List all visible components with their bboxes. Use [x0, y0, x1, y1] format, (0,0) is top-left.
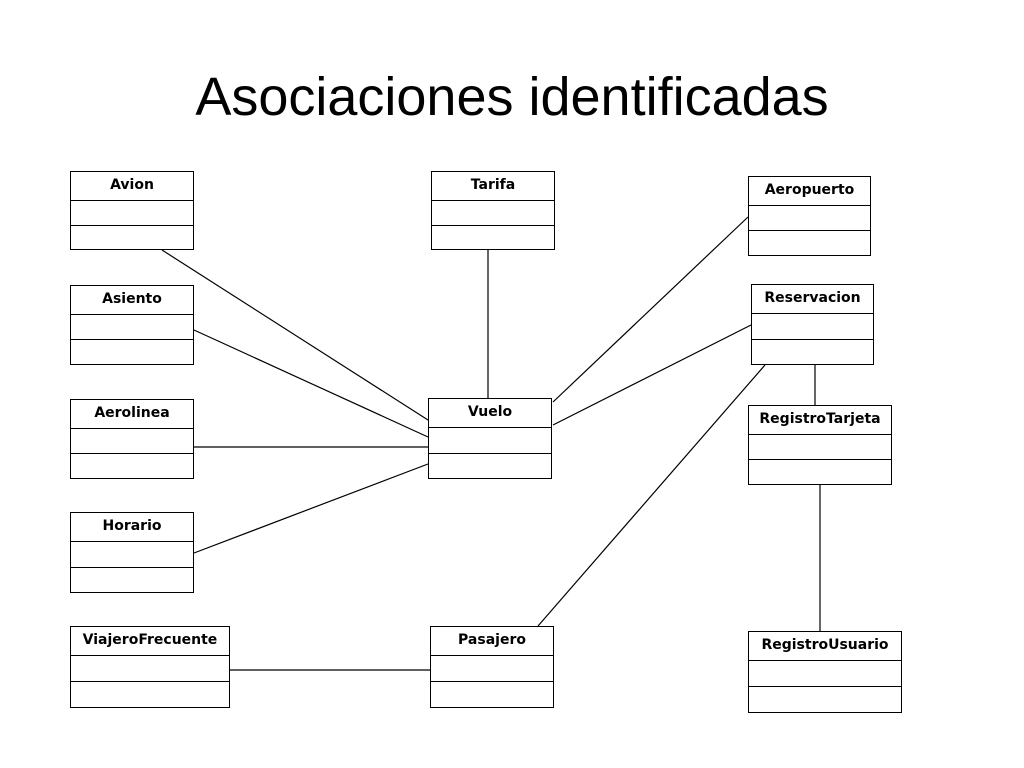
operations-compartment	[429, 454, 551, 479]
operations-compartment	[431, 682, 553, 707]
class-viajero-frecuente[interactable]: ViajeroFrecuente	[70, 626, 230, 708]
class-name: Pasajero	[431, 627, 553, 656]
association-asiento-vuelo	[193, 329, 429, 438]
class-name: Reservacion	[752, 285, 873, 314]
operations-compartment	[752, 340, 873, 365]
operations-compartment	[71, 226, 193, 250]
attributes-compartment	[71, 656, 229, 682]
class-vuelo[interactable]: Vuelo	[428, 398, 552, 479]
operations-compartment	[749, 460, 891, 484]
class-registro-usuario[interactable]: RegistroUsuario	[748, 631, 902, 713]
class-name: Aeropuerto	[749, 177, 870, 206]
class-name: Tarifa	[432, 172, 554, 201]
operations-compartment	[71, 682, 229, 707]
page-title: Asociaciones identificadas	[195, 67, 829, 127]
attributes-compartment	[749, 435, 891, 460]
operations-compartment	[71, 568, 193, 593]
class-name: Asiento	[71, 286, 193, 315]
class-name: RegistroUsuario	[749, 632, 901, 661]
operations-compartment	[71, 340, 193, 364]
class-name: Aerolinea	[71, 400, 193, 429]
attributes-compartment	[749, 206, 870, 231]
class-avion[interactable]: Avion	[70, 171, 194, 250]
attributes-compartment	[71, 315, 193, 340]
class-name: ViajeroFrecuente	[71, 627, 229, 656]
association-aeropuerto-vuelo	[552, 216, 749, 403]
association-reservacion-pasajero	[537, 364, 766, 627]
class-aerolinea[interactable]: Aerolinea	[70, 399, 194, 479]
attributes-compartment	[431, 656, 553, 682]
class-pasajero[interactable]: Pasajero	[430, 626, 554, 708]
class-reservacion[interactable]: Reservacion	[751, 284, 874, 365]
class-name: Avion	[71, 172, 193, 201]
association-horario-vuelo	[193, 463, 429, 554]
operations-compartment	[749, 231, 870, 255]
operations-compartment	[432, 226, 554, 250]
class-registro-tarjeta[interactable]: RegistroTarjeta	[748, 405, 892, 485]
attributes-compartment	[429, 428, 551, 454]
attributes-compartment	[71, 542, 193, 568]
attributes-compartment	[749, 661, 901, 687]
class-tarifa[interactable]: Tarifa	[431, 171, 555, 250]
class-horario[interactable]: Horario	[70, 512, 194, 593]
class-name: Horario	[71, 513, 193, 542]
class-asiento[interactable]: Asiento	[70, 285, 194, 365]
operations-compartment	[749, 687, 901, 712]
attributes-compartment	[71, 429, 193, 454]
operations-compartment	[71, 454, 193, 478]
class-name: RegistroTarjeta	[749, 406, 891, 435]
class-name: Vuelo	[429, 399, 551, 428]
attributes-compartment	[752, 314, 873, 340]
association-avion-vuelo	[161, 249, 429, 421]
class-aeropuerto[interactable]: Aeropuerto	[748, 176, 871, 256]
association-reservacion-vuelo	[552, 324, 752, 426]
attributes-compartment	[71, 201, 193, 226]
attributes-compartment	[432, 201, 554, 226]
